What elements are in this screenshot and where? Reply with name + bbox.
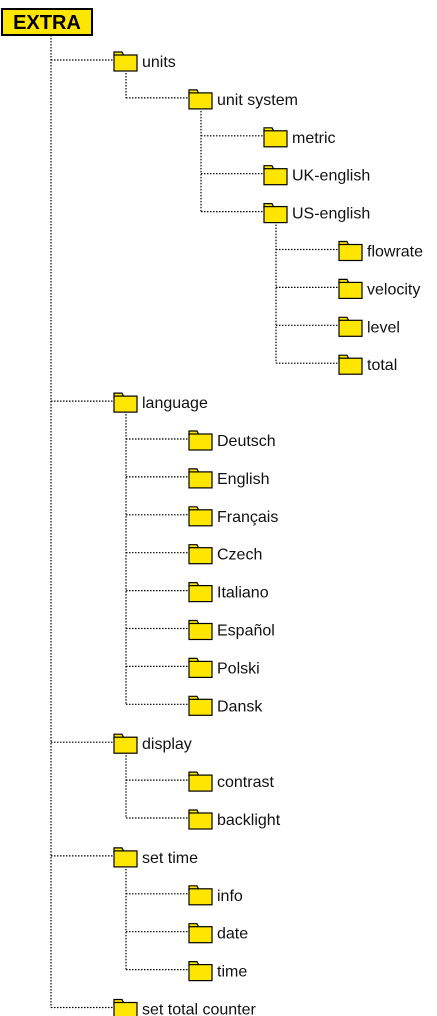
folder-icon: [188, 771, 213, 792]
folder-icon: [113, 847, 138, 868]
tree-node-label: Español: [217, 623, 275, 640]
tree-node-contrast: contrast: [188, 771, 274, 792]
tree-node-label: date: [217, 926, 248, 943]
tree-node-info: info: [188, 885, 243, 906]
tree-node-francais: Français: [188, 506, 278, 527]
tree-node-label: language: [142, 395, 208, 412]
tree-node-label: Deutsch: [217, 433, 276, 450]
tree-node-italiano: Italiano: [188, 582, 269, 603]
tree-node-velocity: velocity: [338, 278, 420, 299]
tree-node-label: Polski: [217, 660, 260, 677]
folder-icon: [188, 582, 213, 603]
tree-node-total: total: [338, 354, 397, 375]
tree-node-label: set total counter: [142, 1002, 257, 1016]
root-box: [1, 8, 93, 36]
tree-node-label: metric: [292, 130, 336, 147]
folder-icon: [188, 695, 213, 716]
tree-node-dansk: Dansk: [188, 695, 263, 716]
folder-icon: [113, 733, 138, 754]
tree-node-display: display: [113, 733, 192, 754]
tree-node-unit-system: unit system: [188, 89, 298, 110]
connector-lines: [50, 35, 339, 1009]
folder-icon: [188, 809, 213, 830]
folder-icon: [263, 165, 288, 186]
tree-node-backlight: backlight: [188, 809, 281, 830]
tree-node-label: level: [367, 319, 400, 336]
tree-node-level: level: [338, 316, 400, 337]
folder-icon: [188, 923, 213, 944]
tree-node-label: display: [142, 736, 192, 753]
tree-node-label: time: [217, 964, 247, 981]
root-node: EXTRA: [1, 8, 93, 36]
folder-icon: [338, 316, 363, 337]
tree-nodes: units unit system metricUK-englishUS-engli…: [113, 51, 423, 1016]
tree-node-deutsch: Deutsch: [188, 430, 276, 451]
folder-icon: [263, 127, 288, 148]
tree-node-set-time: set time: [113, 847, 198, 868]
folder-icon: [188, 619, 213, 641]
tree-node-us-english: US-english: [263, 203, 370, 224]
folder-icon: [188, 89, 213, 110]
tree-node-language: language: [113, 392, 208, 413]
tree-node-label: backlight: [217, 812, 281, 829]
tree-node-flowrate: flowrate: [338, 240, 423, 262]
folder-icon: [113, 998, 138, 1016]
tree-node-label: total: [367, 357, 397, 374]
tree-node-set-total-counter: set total counter: [113, 998, 257, 1016]
folder-icon: [113, 392, 138, 413]
folder-icon: [188, 885, 213, 906]
root-label: EXTRA: [13, 12, 81, 34]
folder-icon: [188, 961, 213, 982]
tree-node-label: units: [142, 54, 176, 71]
tree-node-label: set time: [142, 850, 198, 867]
folder-icon: [338, 278, 363, 299]
folder-icon: [188, 506, 213, 527]
folder-icon: [338, 354, 363, 375]
tree-node-label: UK-english: [292, 168, 370, 185]
tree-node-label: US-english: [292, 206, 370, 223]
tree-node-label: flowrate: [367, 244, 423, 261]
folder-icon: [188, 544, 213, 565]
tree-node-czech: Czech: [188, 544, 262, 565]
tree-node-label: info: [217, 888, 243, 905]
folder-icon: [188, 430, 213, 451]
tree-node-time: time: [188, 961, 247, 982]
folder-icon: [338, 240, 363, 262]
tree-node-polski: Polski: [188, 657, 260, 679]
tree-node-label: Dansk: [217, 698, 263, 715]
tree-node-english: English: [188, 468, 269, 489]
tree-node-label: velocity: [367, 281, 420, 298]
tree-node-units: units: [113, 51, 176, 72]
tree-node-uk-english: UK-english: [263, 165, 370, 186]
tree-node-metric: metric: [263, 127, 336, 148]
tree-node-espanol: Español: [188, 619, 275, 641]
tree-node-label: English: [217, 471, 269, 488]
tree-node-label: Italiano: [217, 585, 269, 602]
folder-icon: [188, 657, 213, 679]
folder-icon: [188, 468, 213, 489]
folder-icon: [113, 51, 138, 72]
tree-node-label: Français: [217, 509, 278, 526]
folder-icon: [263, 203, 288, 224]
tree-node-label: unit system: [217, 92, 298, 109]
tree-node-label: contrast: [217, 774, 274, 791]
tree-node-label: Czech: [217, 547, 262, 564]
tree-node-date: date: [188, 923, 248, 944]
